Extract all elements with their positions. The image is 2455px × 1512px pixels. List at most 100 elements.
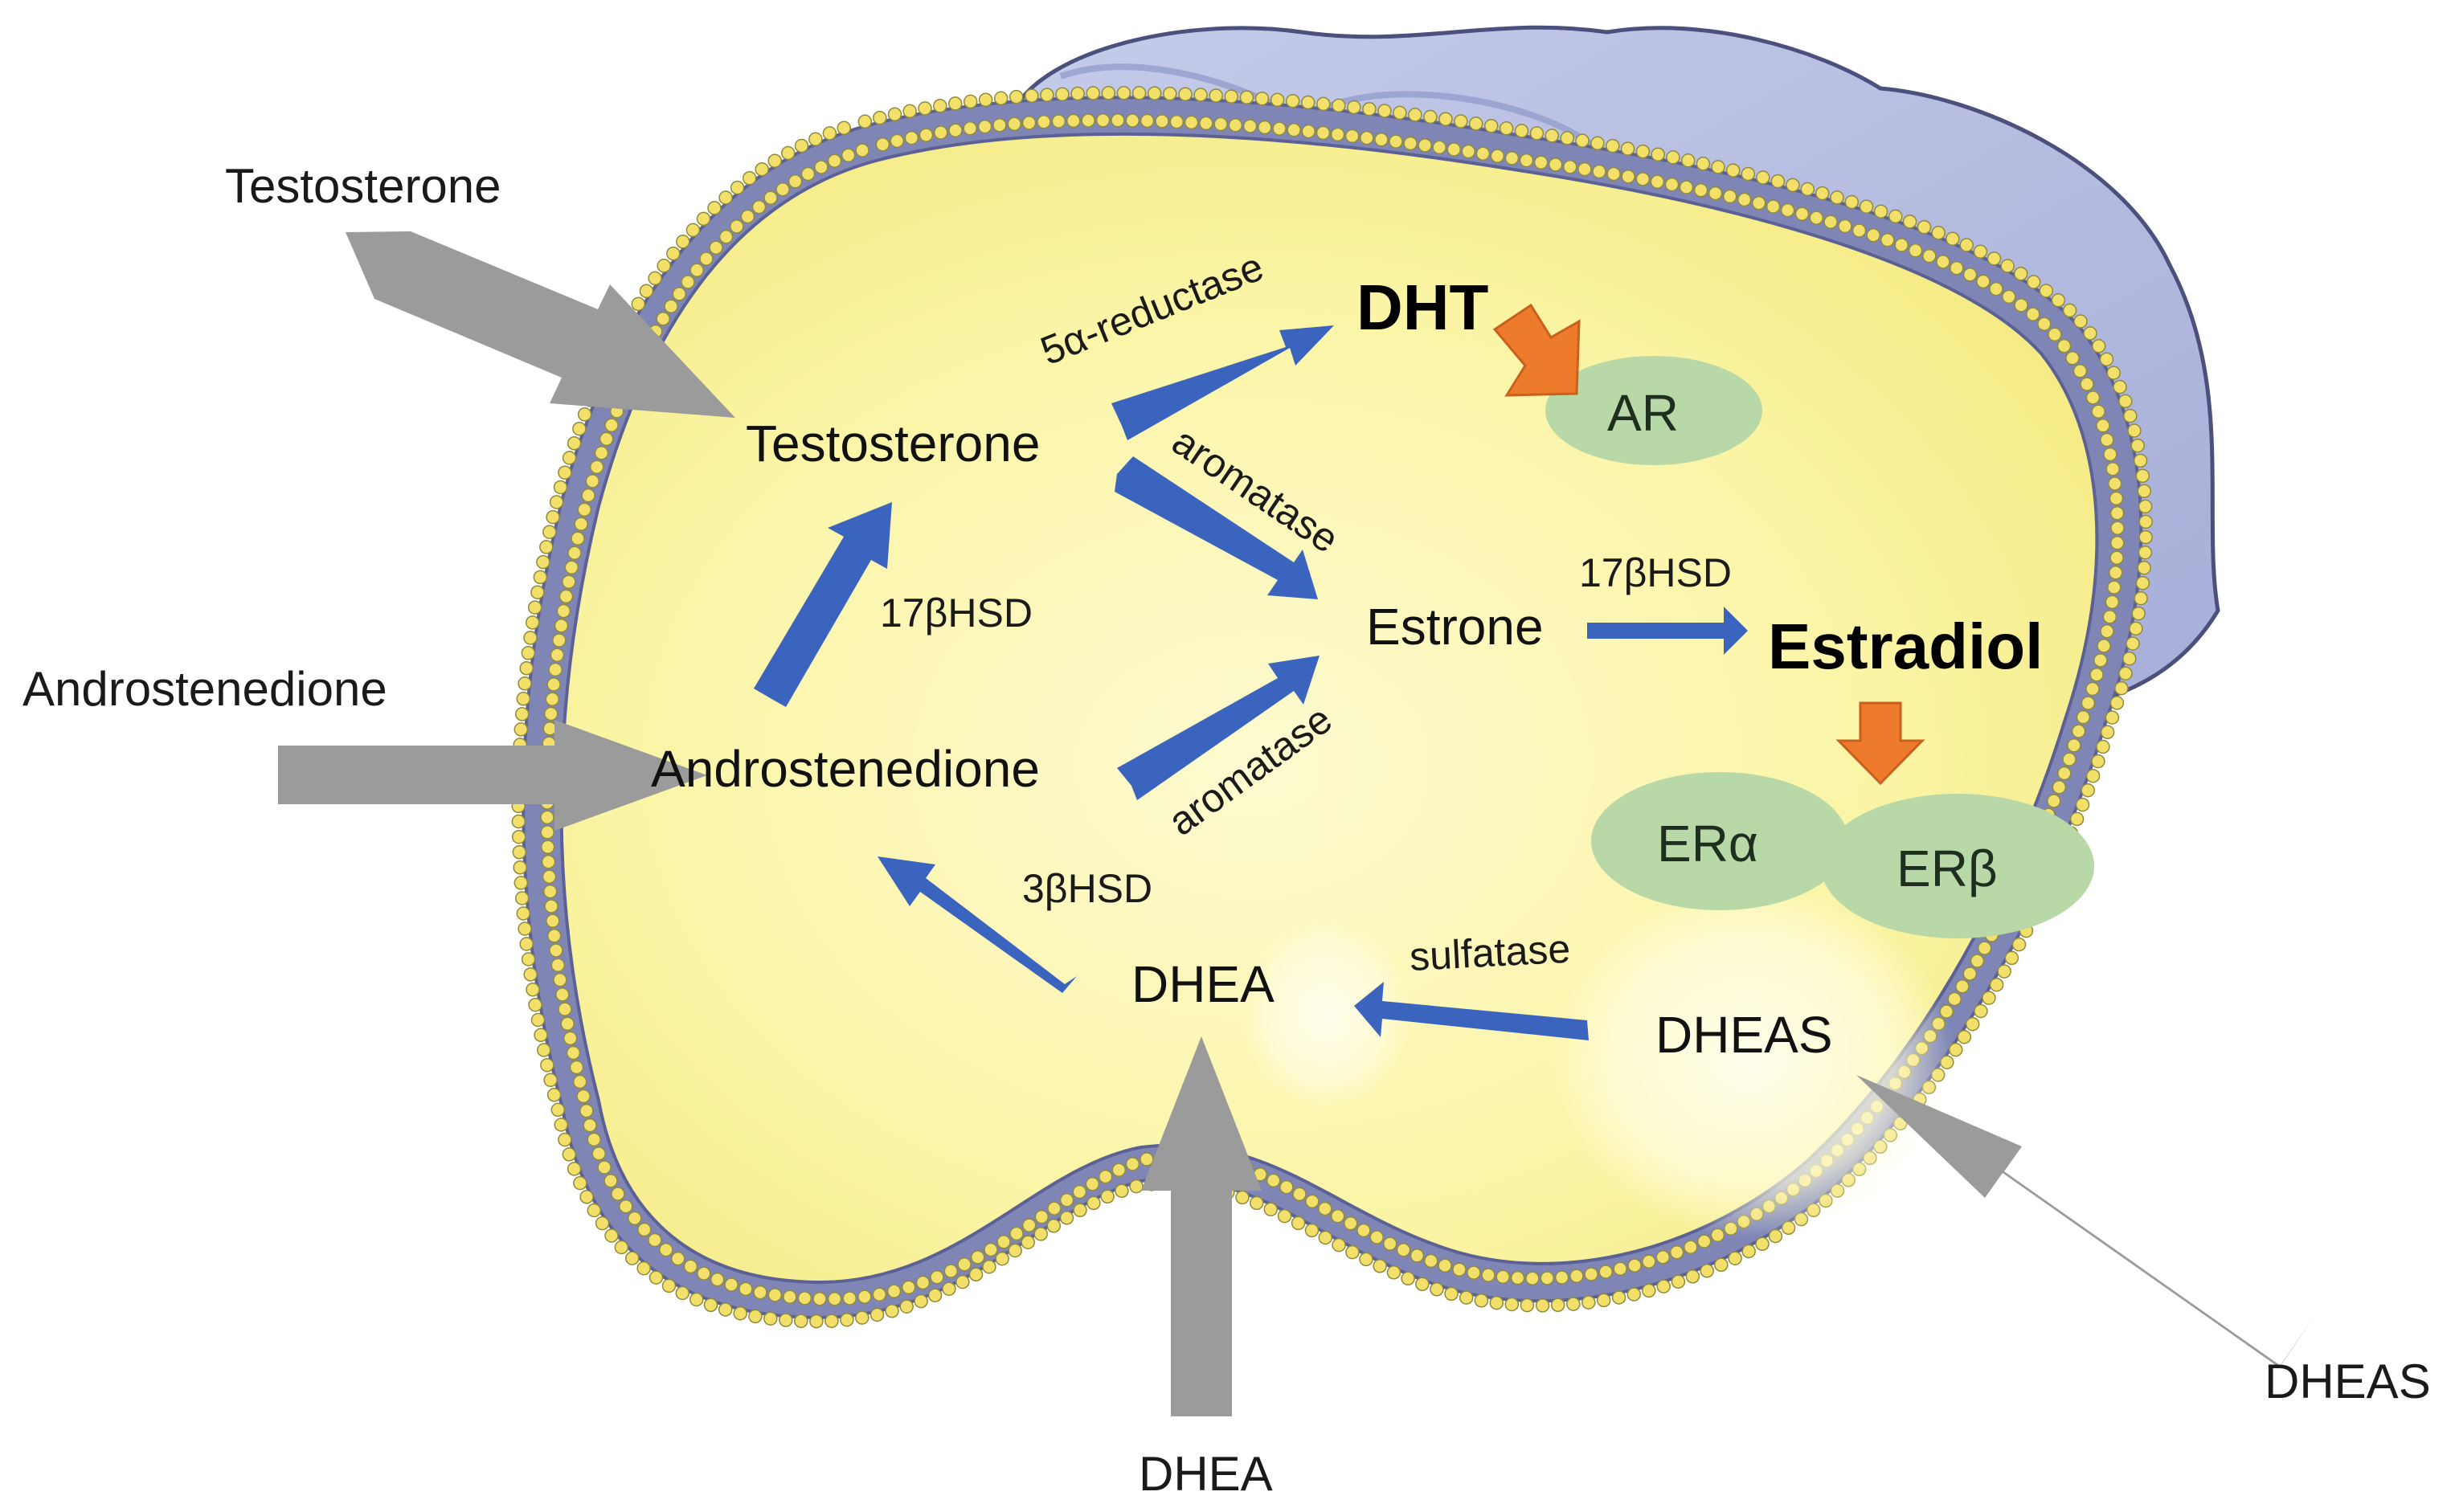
membrane-bead bbox=[519, 661, 534, 676]
arrow-androstenedione-to-testosterone bbox=[754, 502, 892, 707]
membrane-bead bbox=[2109, 506, 2125, 521]
membrane-bead bbox=[1957, 1029, 1972, 1044]
membrane-bead bbox=[915, 1275, 931, 1290]
membrane-bead bbox=[1965, 1016, 1980, 1032]
membrane-bead bbox=[875, 137, 890, 152]
membrane-bead bbox=[542, 869, 557, 884]
membrane-bead bbox=[1131, 86, 1147, 100]
membrane-bead bbox=[511, 829, 526, 844]
membrane-bead bbox=[1467, 1265, 1481, 1280]
membrane-bead bbox=[2013, 266, 2028, 281]
membrane-bead bbox=[2000, 259, 2015, 273]
membrane-bead bbox=[914, 1293, 928, 1309]
membrane-bead bbox=[604, 1174, 618, 1188]
membrane-bead bbox=[1073, 1203, 1087, 1218]
membrane-bead bbox=[808, 132, 823, 147]
external-testosterone-label: Testosterone bbox=[225, 159, 501, 213]
membrane-bead bbox=[1272, 121, 1287, 136]
membrane-bead bbox=[2127, 423, 2142, 438]
membrane-bead bbox=[567, 436, 582, 451]
membrane-bead bbox=[564, 560, 579, 575]
membrane-bead bbox=[1977, 941, 1992, 955]
membrane-bead bbox=[918, 101, 932, 116]
membrane-bead bbox=[546, 928, 562, 943]
arrow-estrone-to-estradiol bbox=[1587, 607, 1748, 655]
membrane-bead bbox=[857, 1289, 872, 1304]
membrane-bead bbox=[1755, 1236, 1770, 1252]
membrane-bead bbox=[697, 1266, 711, 1281]
membrane-bead bbox=[2091, 338, 2106, 353]
membrane-bead bbox=[703, 1297, 718, 1313]
membrane-bead bbox=[1408, 108, 1422, 122]
membrane-bead bbox=[1908, 243, 1923, 258]
membrane-bead bbox=[2133, 453, 2148, 468]
membrane-bead bbox=[1277, 1208, 1292, 1224]
membrane-bead bbox=[2056, 338, 2072, 353]
membrane-bead bbox=[2137, 484, 2152, 499]
membrane-bead bbox=[2048, 327, 2062, 342]
membrane-bead bbox=[887, 107, 902, 122]
membrane-bead bbox=[2138, 499, 2153, 514]
membrane-bead bbox=[1756, 170, 1770, 185]
membrane-bead bbox=[519, 937, 534, 951]
membrane-bead bbox=[2105, 710, 2120, 725]
membrane-bead bbox=[1111, 113, 1125, 128]
membrane-bead bbox=[689, 263, 704, 278]
membrane-bead bbox=[797, 1291, 812, 1306]
membrane-bead bbox=[1055, 87, 1070, 101]
membrane-bead bbox=[1415, 1277, 1430, 1292]
membrane-bead bbox=[562, 451, 577, 465]
membrane-bead bbox=[2093, 653, 2108, 668]
membrane-bead bbox=[591, 1146, 606, 1161]
membrane-bead bbox=[1982, 991, 1996, 1005]
membrane-bead bbox=[824, 1314, 839, 1328]
membrane-bead bbox=[579, 1190, 594, 1204]
membrane-bead bbox=[2037, 317, 2052, 331]
membrane-bead bbox=[1300, 95, 1315, 110]
membrane-bead bbox=[800, 166, 816, 182]
membrane-bead bbox=[550, 648, 565, 663]
membrane-bead bbox=[827, 1292, 842, 1306]
membrane-bead bbox=[767, 153, 782, 168]
membrane-bead bbox=[718, 190, 733, 205]
membrane-bead bbox=[1741, 1244, 1756, 1259]
membrane-bead bbox=[513, 860, 527, 875]
membrane-bead bbox=[942, 1281, 956, 1296]
membrane-bead bbox=[753, 1285, 767, 1300]
membrane-bead bbox=[1888, 209, 1903, 224]
membrane-bead bbox=[587, 1132, 601, 1147]
membrane-bead bbox=[554, 619, 569, 633]
membrane-bead bbox=[1461, 144, 1476, 159]
membrane-bead bbox=[2091, 754, 2105, 769]
membrane-bead bbox=[1519, 153, 1534, 168]
membrane-bead bbox=[1291, 1216, 1306, 1231]
membrane-bead bbox=[730, 180, 745, 195]
membrane-bead bbox=[1700, 1264, 1714, 1278]
membrane-bead bbox=[549, 943, 563, 958]
membrane-bead bbox=[2085, 681, 2100, 697]
membrane-bead bbox=[540, 825, 554, 840]
membrane-bead bbox=[1894, 238, 1909, 252]
receptor-ar bbox=[1545, 356, 1762, 465]
membrane-bead bbox=[2026, 275, 2041, 289]
membrane-bead bbox=[1684, 1240, 1698, 1254]
uptake-arrow-androstenedione bbox=[278, 720, 707, 831]
membrane-bead bbox=[2011, 937, 2027, 952]
membrane-bead bbox=[1129, 1179, 1144, 1194]
membrane-bead bbox=[550, 958, 566, 973]
membrane-bead bbox=[809, 1314, 824, 1329]
membrane-bead bbox=[1490, 149, 1505, 163]
membrane-bead bbox=[514, 876, 529, 890]
membrane-bead bbox=[518, 922, 532, 936]
membrane-bead bbox=[1520, 1297, 1535, 1313]
membrane-bead bbox=[2081, 783, 2095, 798]
membrane-bead bbox=[855, 143, 869, 157]
membrane-bead bbox=[1369, 1230, 1384, 1244]
membrane-bead bbox=[1851, 223, 1867, 238]
membrane-bead bbox=[977, 119, 992, 134]
membrane-bead bbox=[1685, 1269, 1700, 1284]
membrane-bead bbox=[1696, 1234, 1712, 1248]
membrane-bead bbox=[1844, 194, 1860, 210]
uptake-arrow-dhea bbox=[1141, 1036, 1262, 1416]
